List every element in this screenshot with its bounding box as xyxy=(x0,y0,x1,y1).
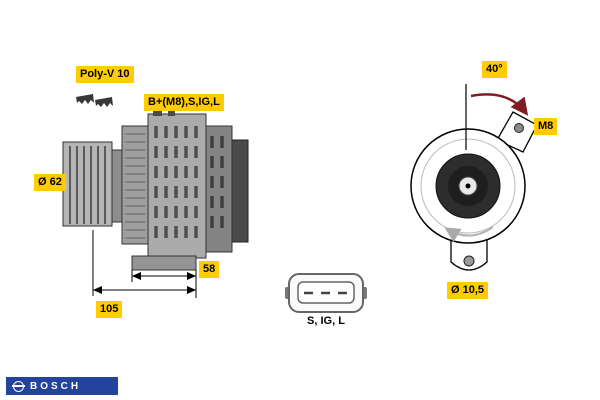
connector-plug xyxy=(285,273,367,313)
dimension-arrow-right xyxy=(187,286,196,294)
connector-pin-labels: S, IG, L xyxy=(307,315,345,327)
m8-hole xyxy=(514,123,524,133)
angle-arc-arrow-icon xyxy=(470,93,529,116)
rotation-direction-arrow-icon xyxy=(444,226,494,242)
pulley-diameter-label: Ø 62 xyxy=(34,174,66,191)
bosch-armature-icon xyxy=(12,380,25,392)
dimension-105 xyxy=(92,230,197,298)
alternator-side-view xyxy=(56,106,249,298)
terminal-stud-plug xyxy=(168,108,175,116)
body-vent-slots xyxy=(154,126,198,238)
bosch-logo-text: BOSCH xyxy=(30,380,82,392)
stator-ring xyxy=(420,138,516,234)
length-105-label: 105 xyxy=(96,301,123,318)
angle-40-label: 40° xyxy=(482,61,507,78)
rear-bracket xyxy=(205,125,233,253)
terminal-stud-b-plus xyxy=(153,106,162,116)
rear-cover xyxy=(229,139,249,243)
dimension-58 xyxy=(131,270,196,282)
mounting-hole-10-5 xyxy=(463,255,475,267)
belt-profile-icon xyxy=(76,94,113,107)
terminals-label: B+(M8),S,IG,L xyxy=(144,94,224,111)
alternator-front-view xyxy=(410,84,538,271)
rear-vent-slots xyxy=(210,136,224,228)
m8-thread-label: M8 xyxy=(534,118,558,135)
drive-end-fins xyxy=(125,133,145,239)
shaft-spacer xyxy=(111,149,123,223)
dimension-arrow-left xyxy=(93,286,102,294)
mount-hole-diameter-label: Ø 10,5 xyxy=(447,282,489,299)
bosch-logo: BOSCH xyxy=(6,377,118,395)
poly-v-label: Poly-V 10 xyxy=(76,66,134,83)
pulley xyxy=(62,141,113,227)
length-58-label: 58 xyxy=(199,261,220,278)
dimension-arrow-right xyxy=(187,272,196,280)
dimension-arrow-left xyxy=(132,272,141,280)
hub-center xyxy=(465,183,471,189)
drive-end-bracket xyxy=(121,125,149,245)
pulley-groove-lines xyxy=(69,146,106,224)
mounting-foot xyxy=(131,255,197,271)
